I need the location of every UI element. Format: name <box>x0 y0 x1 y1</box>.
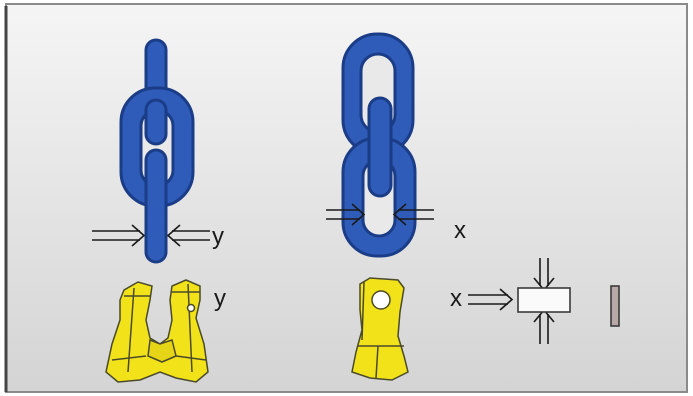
chain-gauge-y-label: y <box>212 223 224 250</box>
shackle-body <box>351 277 409 381</box>
right-chain-connecting-link <box>367 96 393 198</box>
right-chain <box>341 32 417 258</box>
pin-gauge <box>468 258 555 344</box>
chain-gauge-x-label: x <box>454 217 466 244</box>
pin-side-view <box>610 285 620 327</box>
hook-gauge-y-label: y <box>214 285 226 312</box>
pin-cross-section <box>517 287 571 313</box>
pin-gauge-x-label: x <box>450 285 462 312</box>
left-chain-gauge <box>92 224 210 247</box>
hook-body <box>105 279 209 383</box>
right-chain-gauge <box>326 203 434 226</box>
left-chain-bottom-link <box>144 148 168 264</box>
left-chain <box>119 38 195 264</box>
